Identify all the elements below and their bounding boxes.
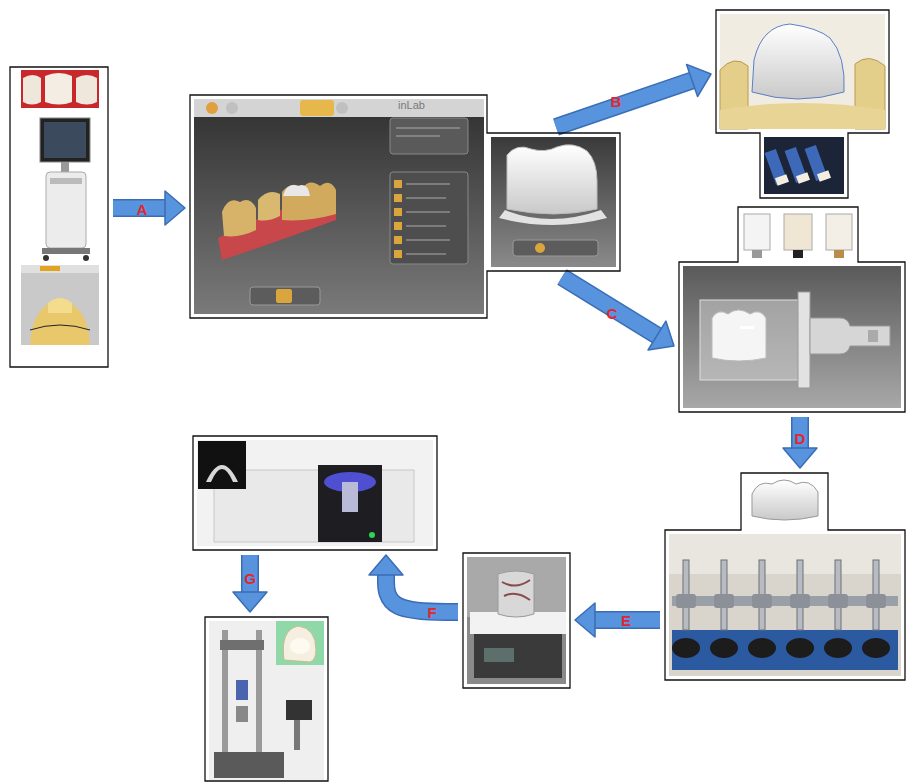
step-letter: E (621, 613, 631, 628)
arrow-shaft (243, 555, 258, 592)
process-panel (665, 473, 905, 680)
process-panel: inLab (190, 95, 620, 318)
scanner-panel-art (21, 70, 99, 345)
panel-border (205, 617, 328, 781)
arrow-head (233, 592, 267, 612)
process-panel (10, 67, 108, 367)
process-arrow (369, 555, 458, 612)
panel-border (10, 67, 108, 367)
arrow-head (687, 64, 711, 96)
furnace-art (467, 557, 566, 684)
panel-border (463, 553, 570, 688)
step-letter: G (244, 571, 256, 586)
arrow-head (783, 448, 817, 468)
panel-border (716, 10, 889, 198)
process-arrow (113, 191, 185, 225)
arrow-shaft-outline (241, 555, 259, 592)
panel-border (665, 473, 905, 680)
panel-outline (679, 207, 905, 412)
arrow-shaft (386, 575, 458, 612)
arrow-head (648, 321, 674, 350)
step-letter: A (137, 202, 148, 217)
fatigue-test-art (669, 480, 901, 676)
process-panel (716, 10, 889, 198)
process-arrow (562, 277, 674, 350)
micro-ct-art (197, 440, 433, 546)
cad-software-art (194, 99, 616, 314)
arrow-shaft (556, 80, 692, 127)
software-logo-text: inLab (398, 99, 425, 111)
panel-outline (190, 95, 620, 318)
panel-outline (10, 67, 108, 367)
arrow-head (369, 555, 403, 575)
process-panel (205, 617, 328, 781)
milling-block-art (683, 214, 901, 408)
step-letter: F (427, 605, 436, 620)
process-panel (193, 436, 437, 550)
panel-border (679, 207, 905, 412)
arrow-shaft-outline (113, 199, 165, 217)
panel-border (193, 436, 437, 550)
arrow-shaft-outline (595, 611, 660, 629)
panel-outline (665, 473, 905, 680)
arrow-shaft-outline (386, 575, 458, 612)
process-arrow (783, 417, 817, 468)
testing-machine-art (209, 621, 324, 780)
process-panel (463, 553, 570, 688)
arrow-shaft-outline (556, 80, 692, 127)
arrow-shaft (562, 277, 657, 336)
arrow-shaft-outline (791, 417, 809, 448)
arrow-shaft (113, 201, 165, 216)
process-arrow (575, 603, 660, 637)
panel-outline (193, 436, 437, 550)
process-arrow (556, 64, 711, 127)
arrow-shaft-outline (562, 277, 657, 336)
arrow-head (165, 191, 185, 225)
arrow-head (575, 603, 595, 637)
panel-border (190, 95, 620, 318)
process-arrow (233, 555, 267, 612)
panel-outline (205, 617, 328, 781)
arrow-shaft (793, 417, 808, 448)
step-letter: D (795, 431, 806, 446)
panel-outline (716, 10, 889, 198)
panel-outline (463, 553, 570, 688)
process-panel (679, 207, 905, 412)
step-letter: C (607, 306, 618, 321)
crown-design-art (720, 14, 885, 194)
step-letter: B (611, 94, 622, 109)
arrow-shaft (595, 613, 660, 628)
